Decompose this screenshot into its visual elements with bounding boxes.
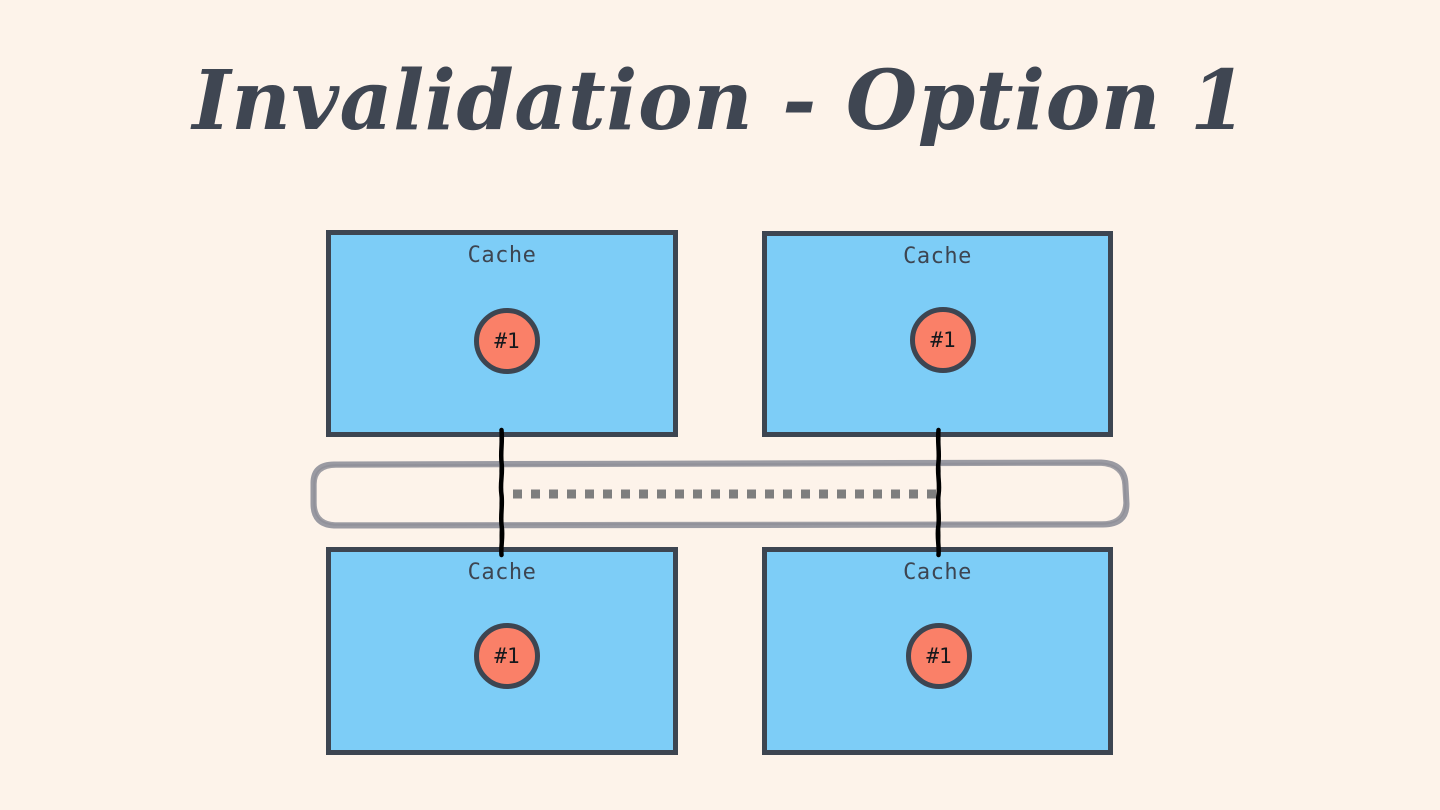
cache-label: Cache: [903, 244, 972, 269]
cache-label: Cache: [467, 243, 537, 268]
cache-line-badge[interactable]: #1: [906, 623, 972, 689]
cache-line-badge[interactable]: #1: [474, 308, 540, 374]
cache-line-badge[interactable]: #1: [474, 623, 540, 689]
cache-label: Cache: [467, 560, 537, 585]
connector-right[interactable]: [923, 427, 955, 558]
bus-outline-stroke: [310, 459, 1130, 529]
cache-box-bottom-left[interactable]: Cache #1: [326, 547, 678, 755]
cache-label: Cache: [903, 560, 972, 585]
page-title: Invalidation - Option 1: [192, 53, 1248, 149]
cache-box-top-left[interactable]: Cache #1: [326, 230, 678, 437]
bus-outline-stroke-secondary: [313, 462, 1127, 526]
interconnect-bus[interactable]: [300, 452, 1140, 538]
connector-left[interactable]: [486, 427, 518, 558]
cache-box-bottom-right[interactable]: Cache #1: [762, 547, 1113, 755]
cache-line-badge[interactable]: #1: [910, 307, 976, 373]
cache-box-top-right[interactable]: Cache #1: [762, 231, 1113, 437]
